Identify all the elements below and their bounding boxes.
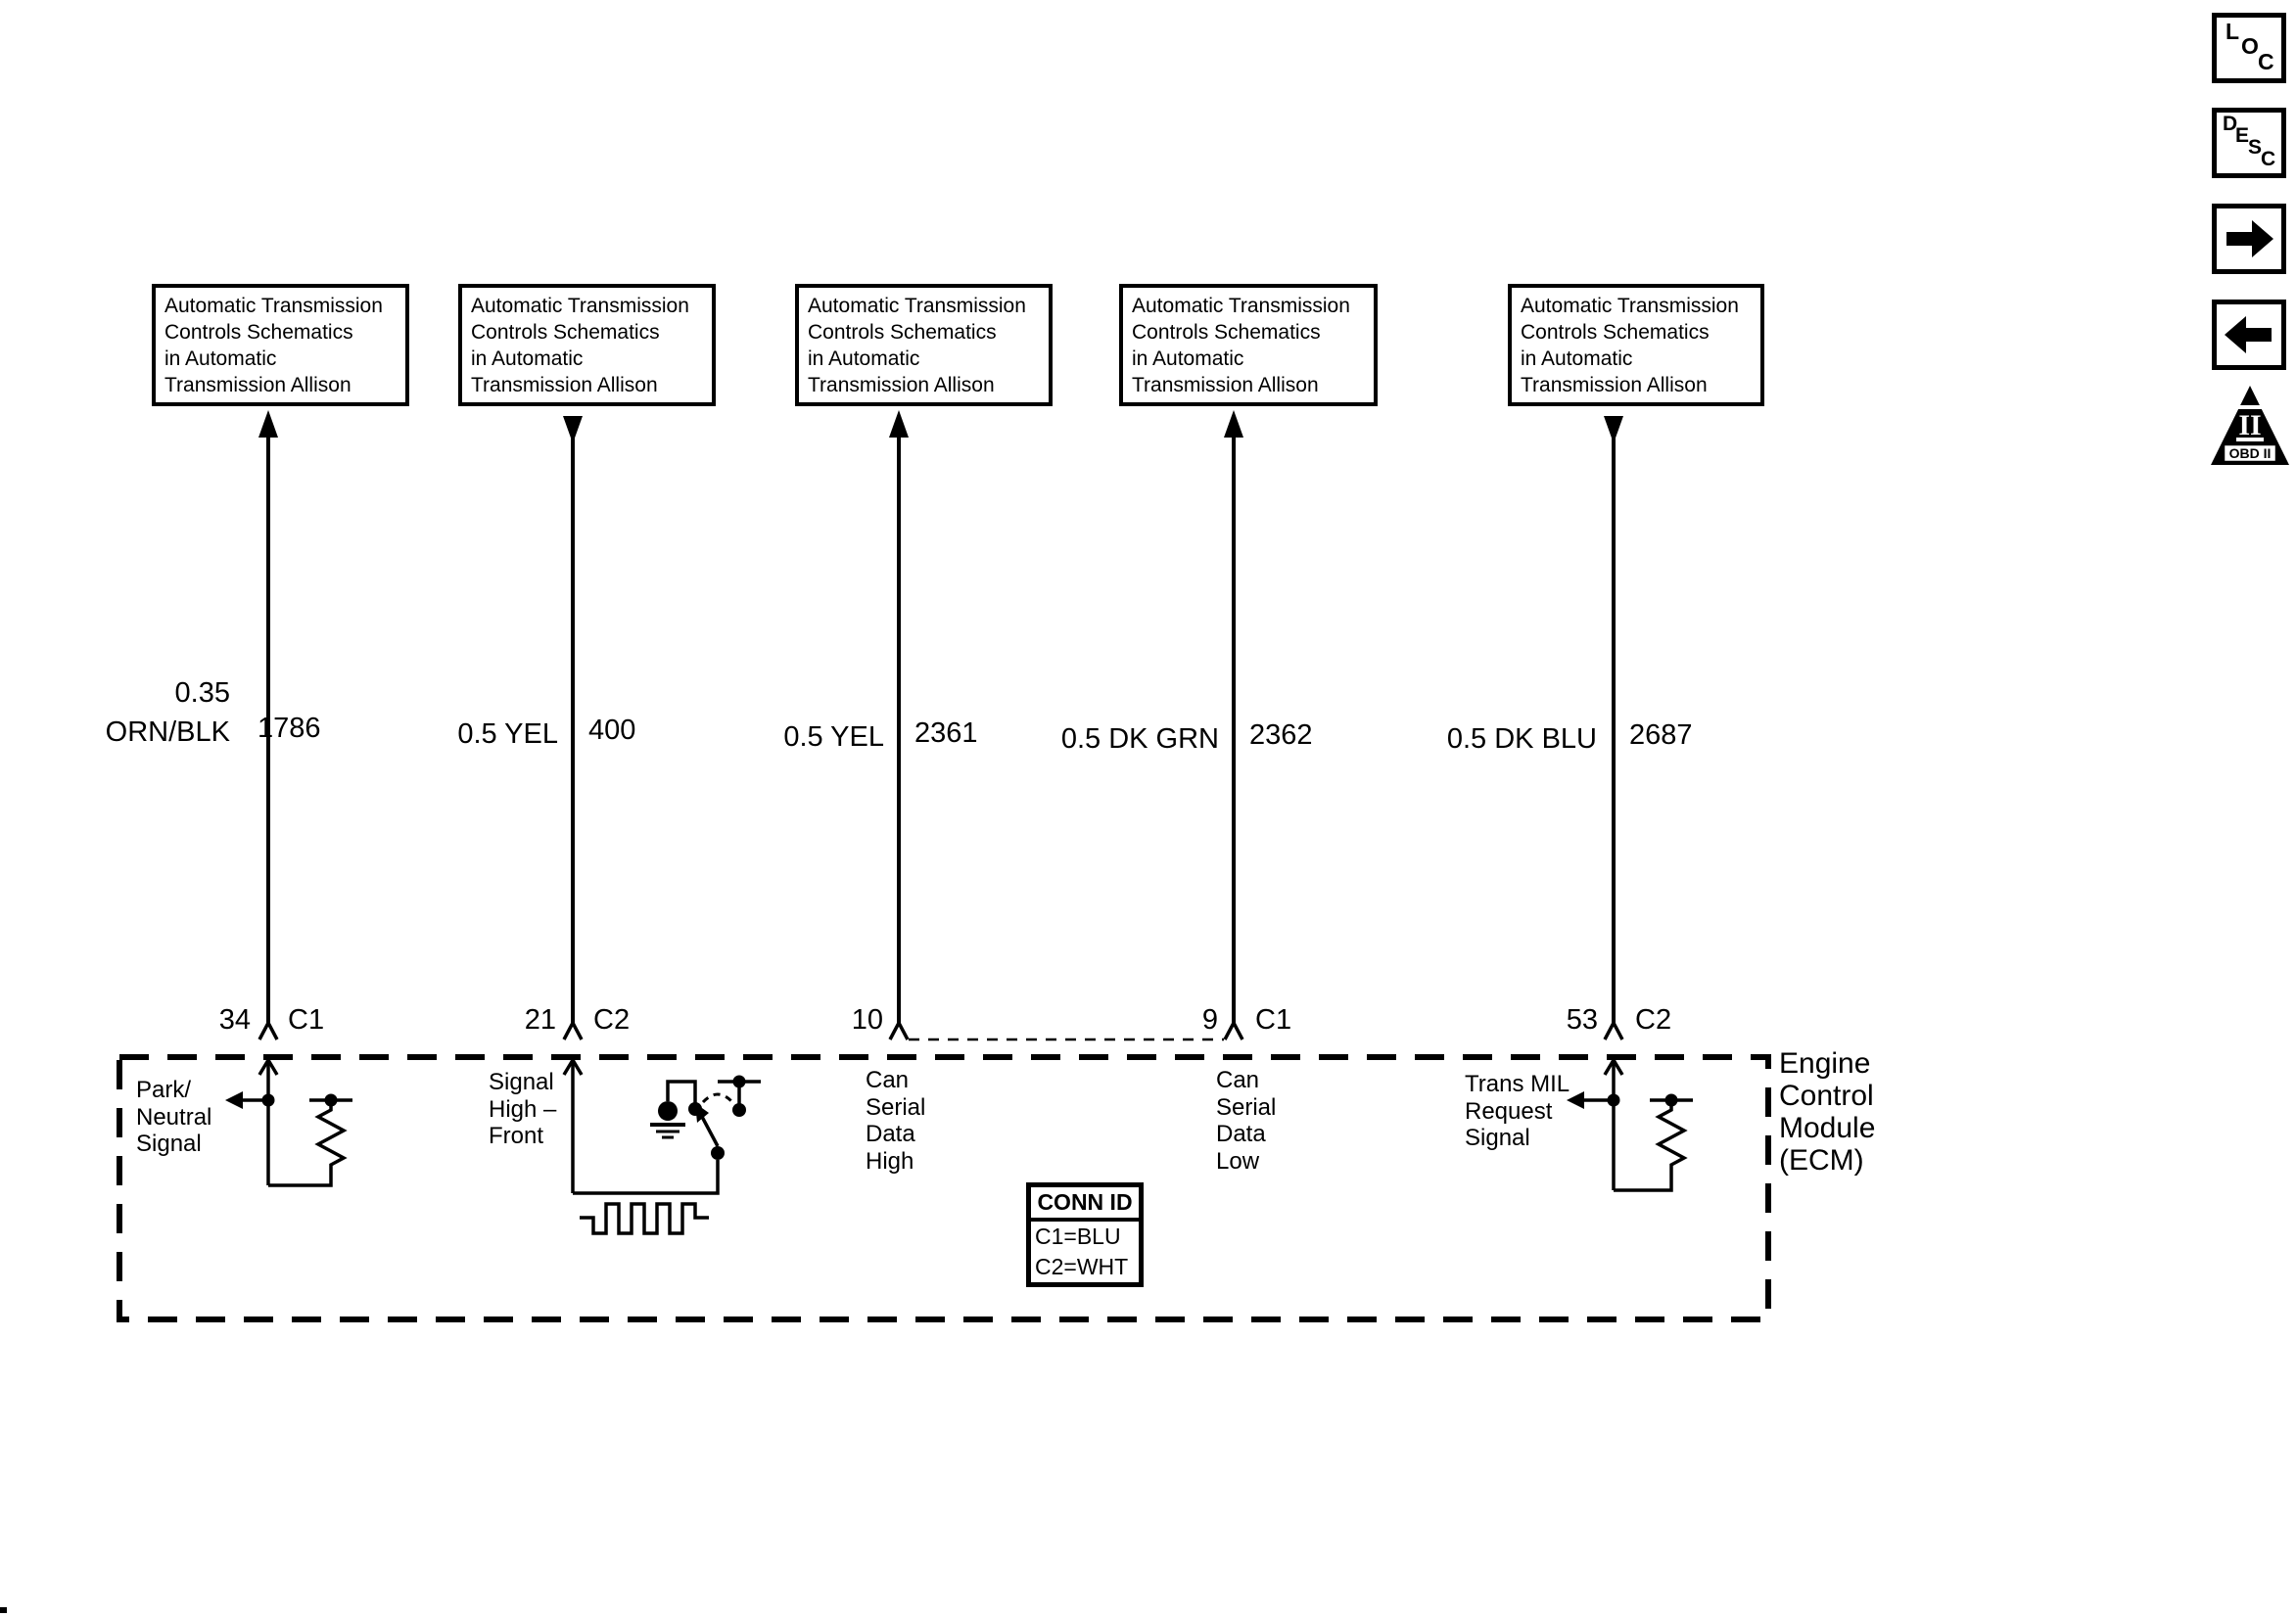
circuit-number: 2362 <box>1249 719 1313 751</box>
wire-size-color: 0.5 DK BLU <box>1446 723 1597 755</box>
signal-label-park-neutral: Park/ Neutral Signal <box>136 1077 212 1157</box>
loc-letter: L <box>2226 19 2240 44</box>
conn-id-row-c2: C2=WHT <box>1035 1254 1129 1279</box>
arrow-up-icon <box>1224 410 1243 438</box>
connector-id: C2 <box>593 1004 631 1036</box>
conn-id-table: CONN ID C1=BLU C2=WHT <box>1026 1182 1144 1287</box>
arrow-left-icon <box>1567 1091 1584 1109</box>
connector-terminal-icon <box>1223 1019 1244 1040</box>
circuit-number: 1786 <box>258 713 321 744</box>
connector-terminal-icon <box>888 1019 910 1040</box>
obd2-pillar-glyph: II <box>2238 409 2261 441</box>
obd2-icon: II OBD II <box>2211 386 2289 465</box>
ground-icon <box>650 1101 685 1139</box>
desc-letter: S <box>2248 136 2263 159</box>
arrow-up-icon <box>258 410 278 438</box>
pin-number: 9 <box>1201 1004 1218 1036</box>
desc-letter: C <box>2261 148 2276 170</box>
pin-number: 10 <box>851 1004 883 1036</box>
signal-label-signal-high: Signal High – Front <box>489 1069 557 1149</box>
connector-terminal-icon <box>258 1019 279 1040</box>
desc-letter: E <box>2235 124 2250 147</box>
obd2-label: OBD II <box>2229 445 2272 461</box>
signal-label-trans-mil: Trans MIL Request Signal <box>1465 1071 1570 1151</box>
left-arrow-icon <box>2225 316 2272 353</box>
arrow-up-icon <box>889 410 909 438</box>
connector-id: C1 <box>1255 1004 1292 1036</box>
wire-2362 <box>1223 410 1244 1040</box>
wire-2687 <box>1603 416 1624 1040</box>
circuit-number: 400 <box>588 715 636 746</box>
schematic-ref-box-4[interactable]: Automatic Transmission Controls Schemati… <box>1119 284 1378 406</box>
schematic-ref-label: Automatic Transmission Controls Schemati… <box>164 295 383 396</box>
schematic-ref-box-5[interactable]: Automatic Transmission Controls Schemati… <box>1508 284 1764 406</box>
ecm-dashed-border <box>117 1054 1771 1322</box>
wire-2361 <box>888 410 910 1040</box>
schematic-ref-label: Automatic Transmission Controls Schemati… <box>471 295 689 396</box>
schematic-ref-label: Automatic Transmission Controls Schemati… <box>808 295 1026 396</box>
signal-label-can-low: Can Serial Data Low <box>1216 1067 1277 1175</box>
wire-size-color: 0.5 YEL <box>457 718 558 750</box>
schematic-ref-box-1[interactable]: Automatic Transmission Controls Schemati… <box>152 284 409 406</box>
connector-terminal-icon <box>1603 1019 1624 1040</box>
wire-400 <box>562 416 584 1040</box>
loc-letter: O <box>2241 33 2259 59</box>
desc-button[interactable]: D E S C <box>2212 108 2286 178</box>
resistor-icon <box>314 1102 348 1178</box>
circuit-number: 2687 <box>1629 719 1693 751</box>
page-corner-mark <box>0 1607 7 1613</box>
wire-size-color: 0.35 ORN/BLK <box>105 677 230 748</box>
pin-number: 53 <box>1566 1004 1598 1036</box>
conn-id-row-c1: C1=BLU <box>1035 1224 1121 1249</box>
schematic-ref-box-3[interactable]: Automatic Transmission Controls Schemati… <box>795 284 1053 406</box>
wire-size-color: 0.5 DK GRN <box>1060 723 1219 755</box>
pin34-circuit <box>225 1056 352 1187</box>
right-arrow-icon <box>2226 220 2273 257</box>
pin21-circuit <box>562 1056 761 1235</box>
wire-size-color: 0.5 YEL <box>783 721 884 753</box>
resistor-icon <box>1655 1102 1688 1178</box>
next-button[interactable] <box>2212 204 2286 274</box>
module-label-ecm: Engine Control Module (ECM) <box>1779 1047 1876 1177</box>
connector-id: C1 <box>288 1004 325 1036</box>
connector-terminal-icon <box>562 1019 584 1040</box>
circuit-number: 2361 <box>914 717 978 749</box>
loc-button[interactable]: L O C <box>2212 13 2286 83</box>
schematic-ref-box-2[interactable]: Automatic Transmission Controls Schemati… <box>458 284 716 406</box>
signal-label-can-high: Can Serial Data High <box>866 1067 926 1175</box>
wire-1786 <box>258 410 279 1040</box>
schematic-ref-label: Automatic Transmission Controls Schemati… <box>1521 295 1739 396</box>
loc-letter: C <box>2258 49 2274 74</box>
desc-letter: D <box>2223 113 2238 135</box>
square-wave-icon <box>580 1202 709 1235</box>
obd2-button[interactable]: II OBD II <box>2209 384 2291 468</box>
connector-id: C2 <box>1635 1004 1672 1036</box>
pin53-circuit <box>1567 1056 1693 1192</box>
arrow-left-icon <box>225 1091 243 1109</box>
switch-throw-dashed-arc <box>701 1092 734 1104</box>
pin-number: 34 <box>218 1004 251 1036</box>
schematic-ref-label: Automatic Transmission Controls Schemati… <box>1132 295 1350 396</box>
back-button[interactable] <box>2212 300 2286 370</box>
conn-id-title: CONN ID <box>1031 1187 1139 1222</box>
pin-number: 21 <box>524 1004 556 1036</box>
